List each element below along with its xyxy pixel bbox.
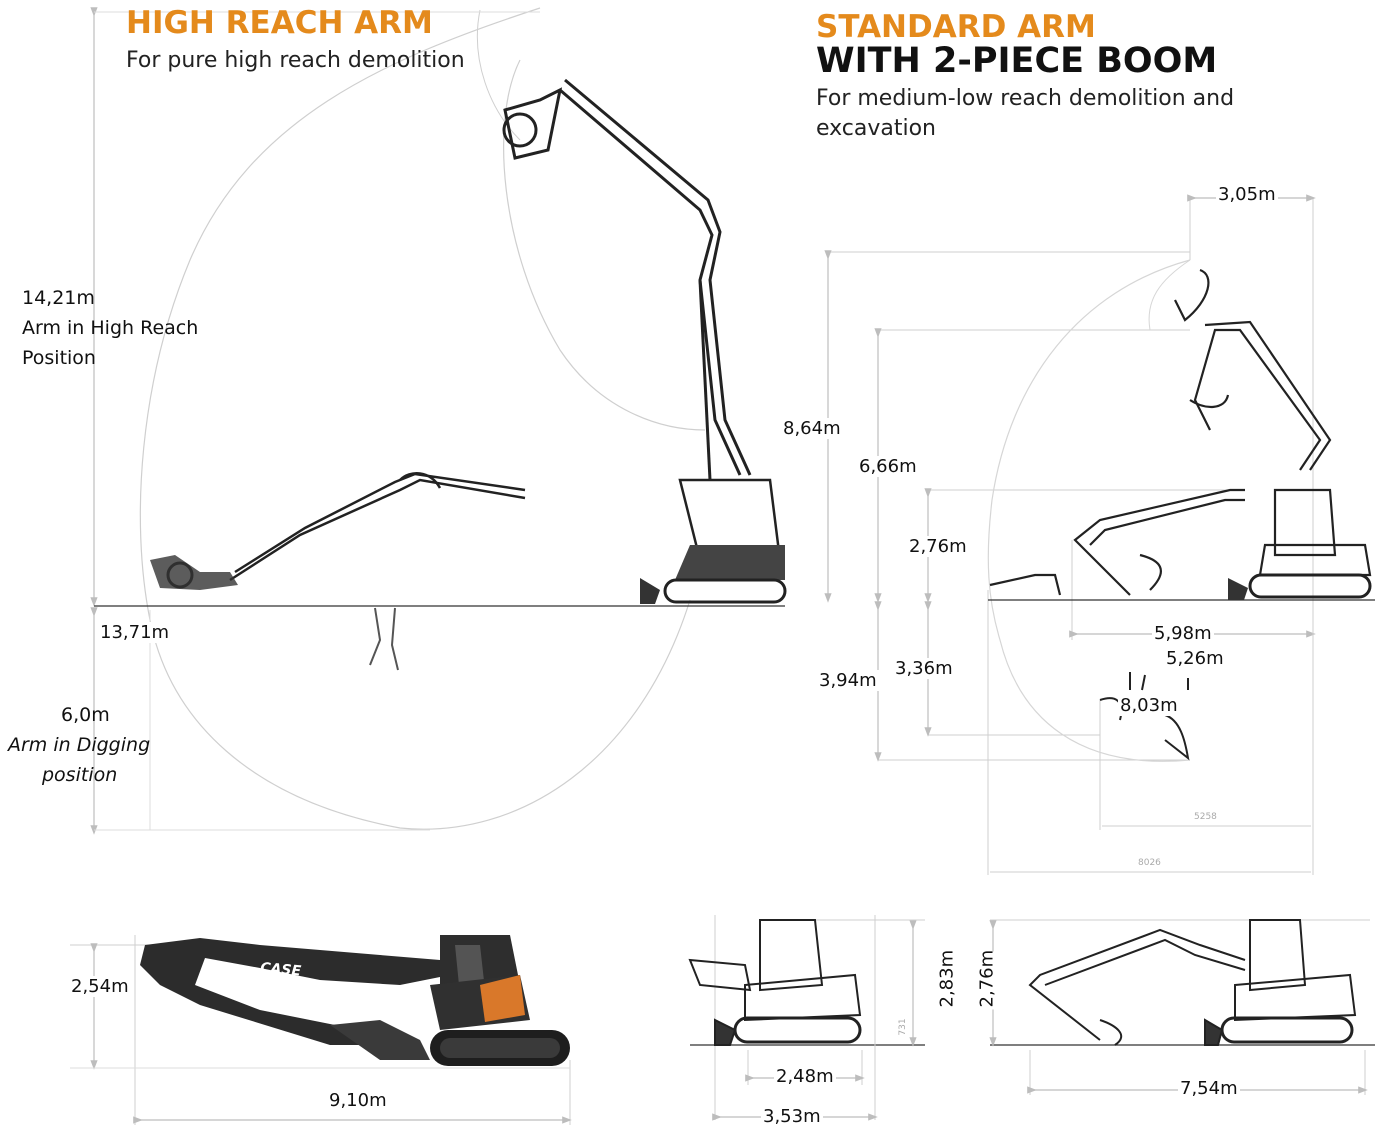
transport-w-inner: 2,48m [774, 1066, 836, 1087]
high-reach-subtitle: For pure high reach demolition [126, 48, 465, 73]
transport-machine-b [1028, 919, 1357, 1046]
transport-small-731: 731 [898, 1018, 908, 1036]
standard-d1: 3,94m [817, 670, 879, 691]
high-reach-dig-value: 6,0m [61, 704, 110, 726]
high-reach-height-note-2: Position [22, 347, 96, 369]
standard-envelope [987, 259, 1191, 762]
high-reach-reach-value: 13,71m [98, 622, 172, 643]
horizontal-boom [229, 472, 526, 582]
standard-title: STANDARD ARM [816, 9, 1096, 45]
high-reach-title: HIGH REACH ARM [126, 5, 433, 41]
standard-r2: 5,26m [1164, 648, 1226, 669]
photo-height: 2,54m [69, 976, 131, 997]
standard-d2: 3,36m [893, 658, 955, 679]
high-reach-dig-note-1: Arm in Digging [8, 734, 151, 756]
raised-boom [1174, 268, 1332, 471]
standard-small-5258: 5258 [1194, 812, 1217, 822]
high-reach-dig-note-2: position [42, 764, 118, 786]
standard-small-8026: 8026 [1138, 858, 1161, 868]
transport-h-long: 2,76m [976, 949, 998, 1010]
machine-base-right [1228, 488, 1372, 600]
photo-machine [140, 935, 570, 1066]
standard-r3: 8,03m [1118, 695, 1180, 716]
transport-h-short: 2,83m [936, 949, 958, 1010]
reach-boom [989, 488, 1245, 596]
horizontal-attachment [150, 555, 238, 590]
top-attachment [502, 87, 563, 160]
hanging-attachment [369, 607, 399, 671]
transport-length: 7,54m [1178, 1078, 1240, 1099]
standard-subtitle-2: excavation [816, 116, 937, 141]
standard-r1: 5,98m [1152, 623, 1214, 644]
photo-length: 9,10m [327, 1090, 389, 1111]
high-reach-height-value: 14,21m [22, 287, 95, 309]
photo-brand: CASE [260, 960, 302, 980]
standard-subtitle-1: For medium-low reach demolition and [816, 86, 1235, 111]
transport-machine-a [688, 919, 862, 1046]
standard-top-width: 3,05m [1216, 184, 1278, 205]
standard-h2: 6,66m [857, 456, 919, 477]
machine-base-left [640, 478, 787, 604]
standard-h1: 8,64m [781, 418, 843, 439]
vertical-boom [559, 78, 752, 481]
transport-w-outer: 3,53m [761, 1106, 823, 1127]
high-reach-height-note-1: Arm in High Reach [22, 317, 199, 339]
standard-title-2: WITH 2-PIECE BOOM [816, 41, 1218, 81]
standard-h3: 2,76m [907, 536, 969, 557]
inner-arc [503, 59, 706, 431]
